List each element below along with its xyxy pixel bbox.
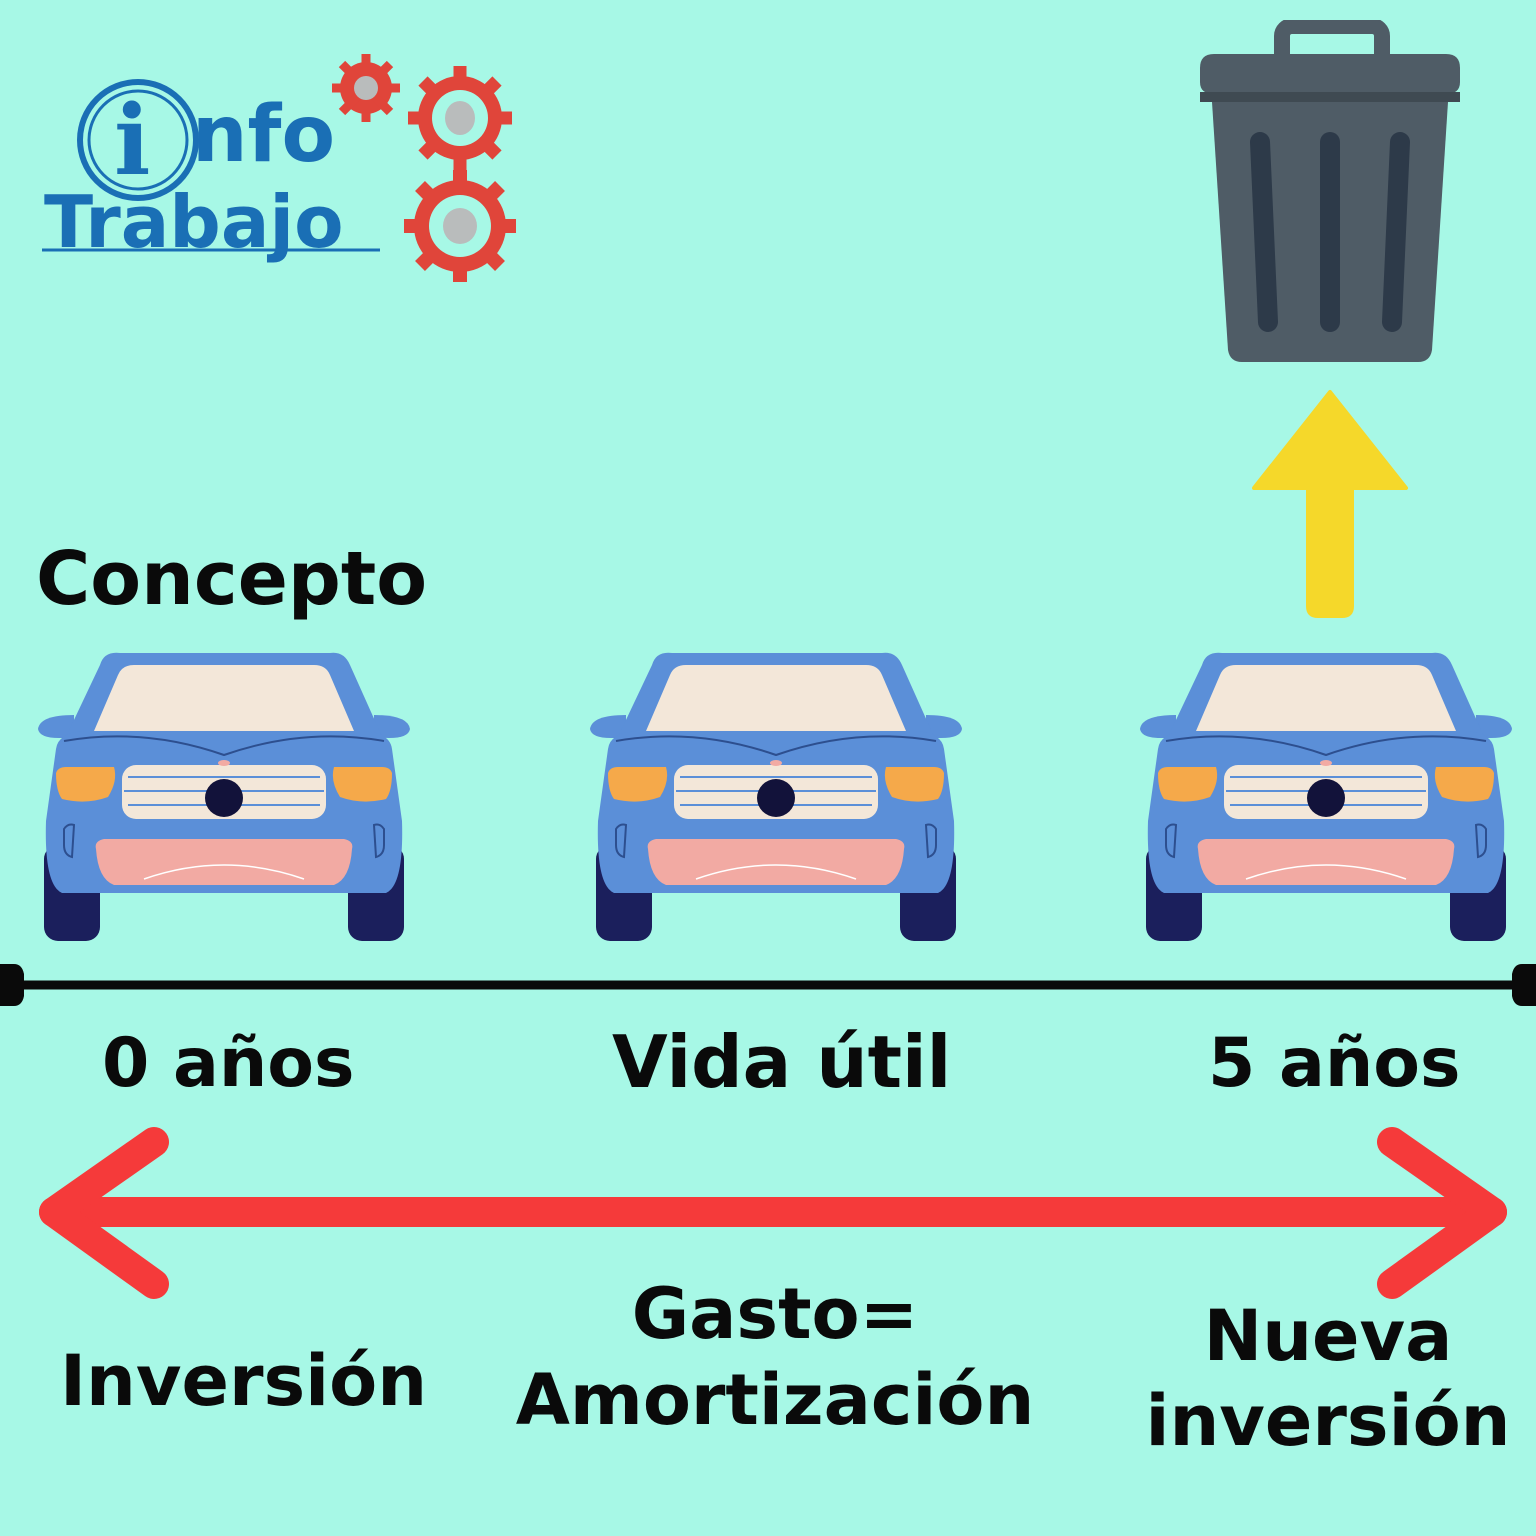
gear-icon-small: [332, 54, 400, 122]
trash-can-icon: [1196, 20, 1464, 370]
expense-amortization-label: Gasto= Amortización: [500, 1272, 1050, 1444]
timeline-middle-label: Vida útil: [612, 1020, 952, 1104]
timeline-end-label: 5 años: [1208, 1024, 1461, 1103]
expense-label: Gasto=: [631, 1273, 919, 1355]
car-icon-middle: [586, 645, 966, 945]
investment-label-2: inversión: [1145, 1380, 1511, 1462]
car-icon-start: [34, 645, 414, 945]
timeline: [0, 960, 1536, 1010]
gear-icon-bottom: [404, 170, 516, 282]
car-icon-end: [1136, 645, 1516, 945]
investment-label: Inversión: [60, 1340, 428, 1422]
gear-icon-top: [408, 66, 512, 170]
new-label: Nueva: [1203, 1295, 1453, 1377]
amortization-label: Amortización: [515, 1359, 1035, 1441]
timeline-start-label: 0 años: [102, 1024, 355, 1103]
logo-text-info: nfo: [192, 90, 336, 180]
timeline-end-cap: [1512, 964, 1536, 1006]
logo-text-trabajo: Trabajo: [44, 180, 344, 264]
logo-letter-i: i: [114, 84, 151, 197]
concept-label: Concepto: [36, 536, 428, 622]
up-arrow-icon: [1250, 388, 1410, 620]
timeline-start-cap: [0, 964, 24, 1006]
new-investment-label: Nueva inversión: [1136, 1294, 1520, 1464]
logo: i nfo Trabajo: [30, 40, 550, 300]
logo-graphic: [42, 54, 516, 282]
double-arrow-icon: [30, 1126, 1516, 1300]
